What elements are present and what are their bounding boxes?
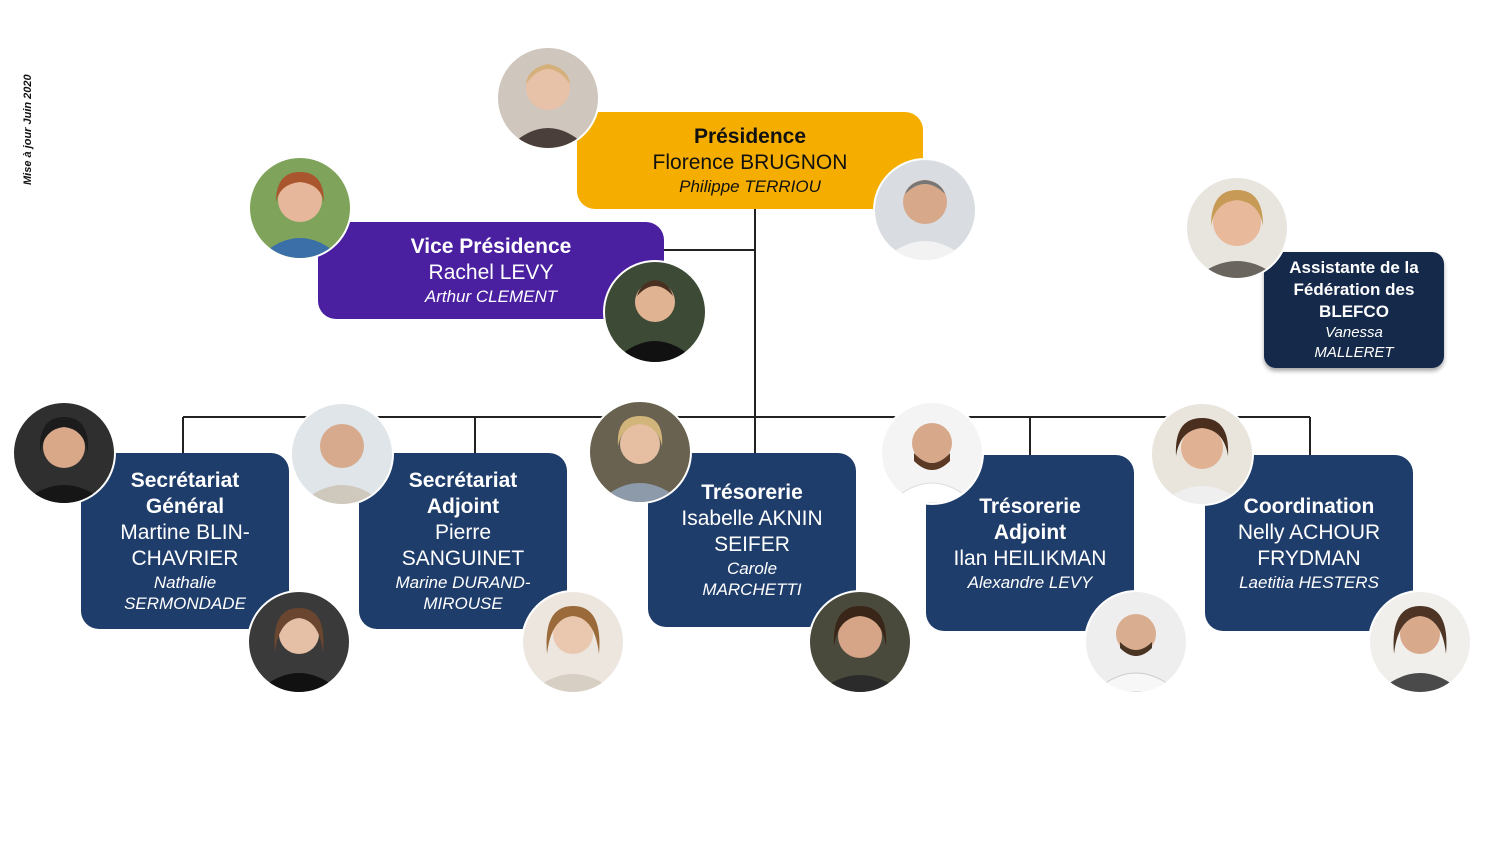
avatar-vice-deputy-photo — [603, 260, 707, 364]
presidence-deputy: Philippe TERRIOU — [679, 177, 821, 196]
dept-tresorerie-box: Trésorerie Isabelle AKNIN SEIFER Carole … — [648, 453, 856, 627]
avatar-presidence-photo — [496, 46, 600, 150]
avatar-tresorerie-photo — [588, 400, 692, 504]
dept-name-line2: CHAVRIER — [131, 547, 239, 570]
avatar-coordination-deputy-photo — [1368, 590, 1472, 694]
dept-role-line2: Adjoint — [426, 495, 500, 518]
dept-name-line1: Ilan HEILIKMAN — [953, 546, 1107, 570]
dept-name-line1: Isabelle AKNIN — [681, 507, 823, 530]
dept-role-line2: Général — [145, 495, 225, 518]
dept-name-line2: SANGUINET — [401, 547, 525, 570]
dept-role-line1: Secrétariat — [130, 469, 240, 492]
dept-role-line2: Adjoint — [993, 520, 1067, 544]
avatar-secretariat-general-photo — [12, 401, 116, 505]
dept-deputy-line1: Laetitia HESTERS — [1239, 572, 1379, 592]
dept-deputy-line2: MARCHETTI — [702, 580, 802, 599]
presidence-name: Florence BRUGNON — [652, 151, 848, 174]
dept-name-line1: Martine BLIN- — [120, 521, 250, 544]
dept-role-line1: Trésorerie — [701, 481, 803, 504]
assistant-role-line2: Fédération des — [1293, 280, 1415, 299]
dept-secretariat-adjoint-box: Secrétariat Adjoint Pierre SANGUINET Mar… — [359, 453, 567, 629]
dept-deputy-line1: Nathalie — [153, 573, 217, 592]
avatar-secretariat-adjoint-photo — [290, 402, 394, 506]
dept-name-line2: SEIFER — [714, 533, 790, 556]
avatar-presidence-deputy-photo — [873, 158, 977, 262]
dept-deputy-line1: Marine DURAND- — [395, 573, 531, 592]
avatar-vice-photo — [248, 156, 352, 260]
dept-coordination-box: Coordination Nelly ACHOUR FRYDMAN Laetit… — [1205, 455, 1413, 631]
dept-deputy-line1: Alexandre LEVY — [967, 572, 1093, 592]
avatar-secretariat-general-deputy-photo — [247, 590, 351, 694]
avatar-tresorerie-adjoint-photo — [880, 401, 984, 505]
assistant-role-line1: Assistante de la — [1289, 258, 1419, 277]
dept-deputy-line1: Carole — [726, 559, 778, 578]
avatar-secretariat-adjoint-deputy-photo — [521, 590, 625, 694]
dept-role-line1: Secrétariat — [408, 469, 518, 492]
presidence-box: Présidence Florence BRUGNON Philippe TER… — [577, 112, 923, 209]
assistant-name-line1: Vanessa — [1325, 324, 1383, 341]
assistant-box: Assistante de la Fédération des BLEFCO V… — [1264, 252, 1444, 368]
avatar-tresorerie-adjoint-deputy-photo — [1084, 590, 1188, 694]
dept-role-line1: Coordination — [1243, 494, 1375, 518]
assistant-role-line3: BLEFCO — [1319, 302, 1389, 321]
dept-name-line2: FRYDMAN — [1257, 546, 1361, 570]
dept-secretariat-general-box: Secrétariat Général Martine BLIN- CHAVRI… — [81, 453, 289, 629]
dept-deputy-line2: MIROUSE — [423, 594, 503, 613]
dept-name-line1: Nelly ACHOUR — [1237, 520, 1381, 544]
dept-name-line1: Pierre — [434, 521, 492, 544]
vice-deputy: Arthur CLEMENT — [424, 287, 558, 306]
avatar-assistant-photo — [1185, 176, 1289, 280]
dept-role-line1: Trésorerie — [979, 494, 1081, 518]
assistant-name-line2: MALLERET — [1314, 344, 1394, 361]
avatar-tresorerie-deputy-photo — [808, 590, 912, 694]
dept-deputy-line2: SERMONDADE — [124, 594, 246, 613]
vice-role: Vice Présidence — [410, 235, 572, 258]
vice-name: Rachel LEVY — [428, 261, 554, 284]
avatar-coordination-photo — [1150, 402, 1254, 506]
presidence-role: Présidence — [693, 125, 807, 148]
